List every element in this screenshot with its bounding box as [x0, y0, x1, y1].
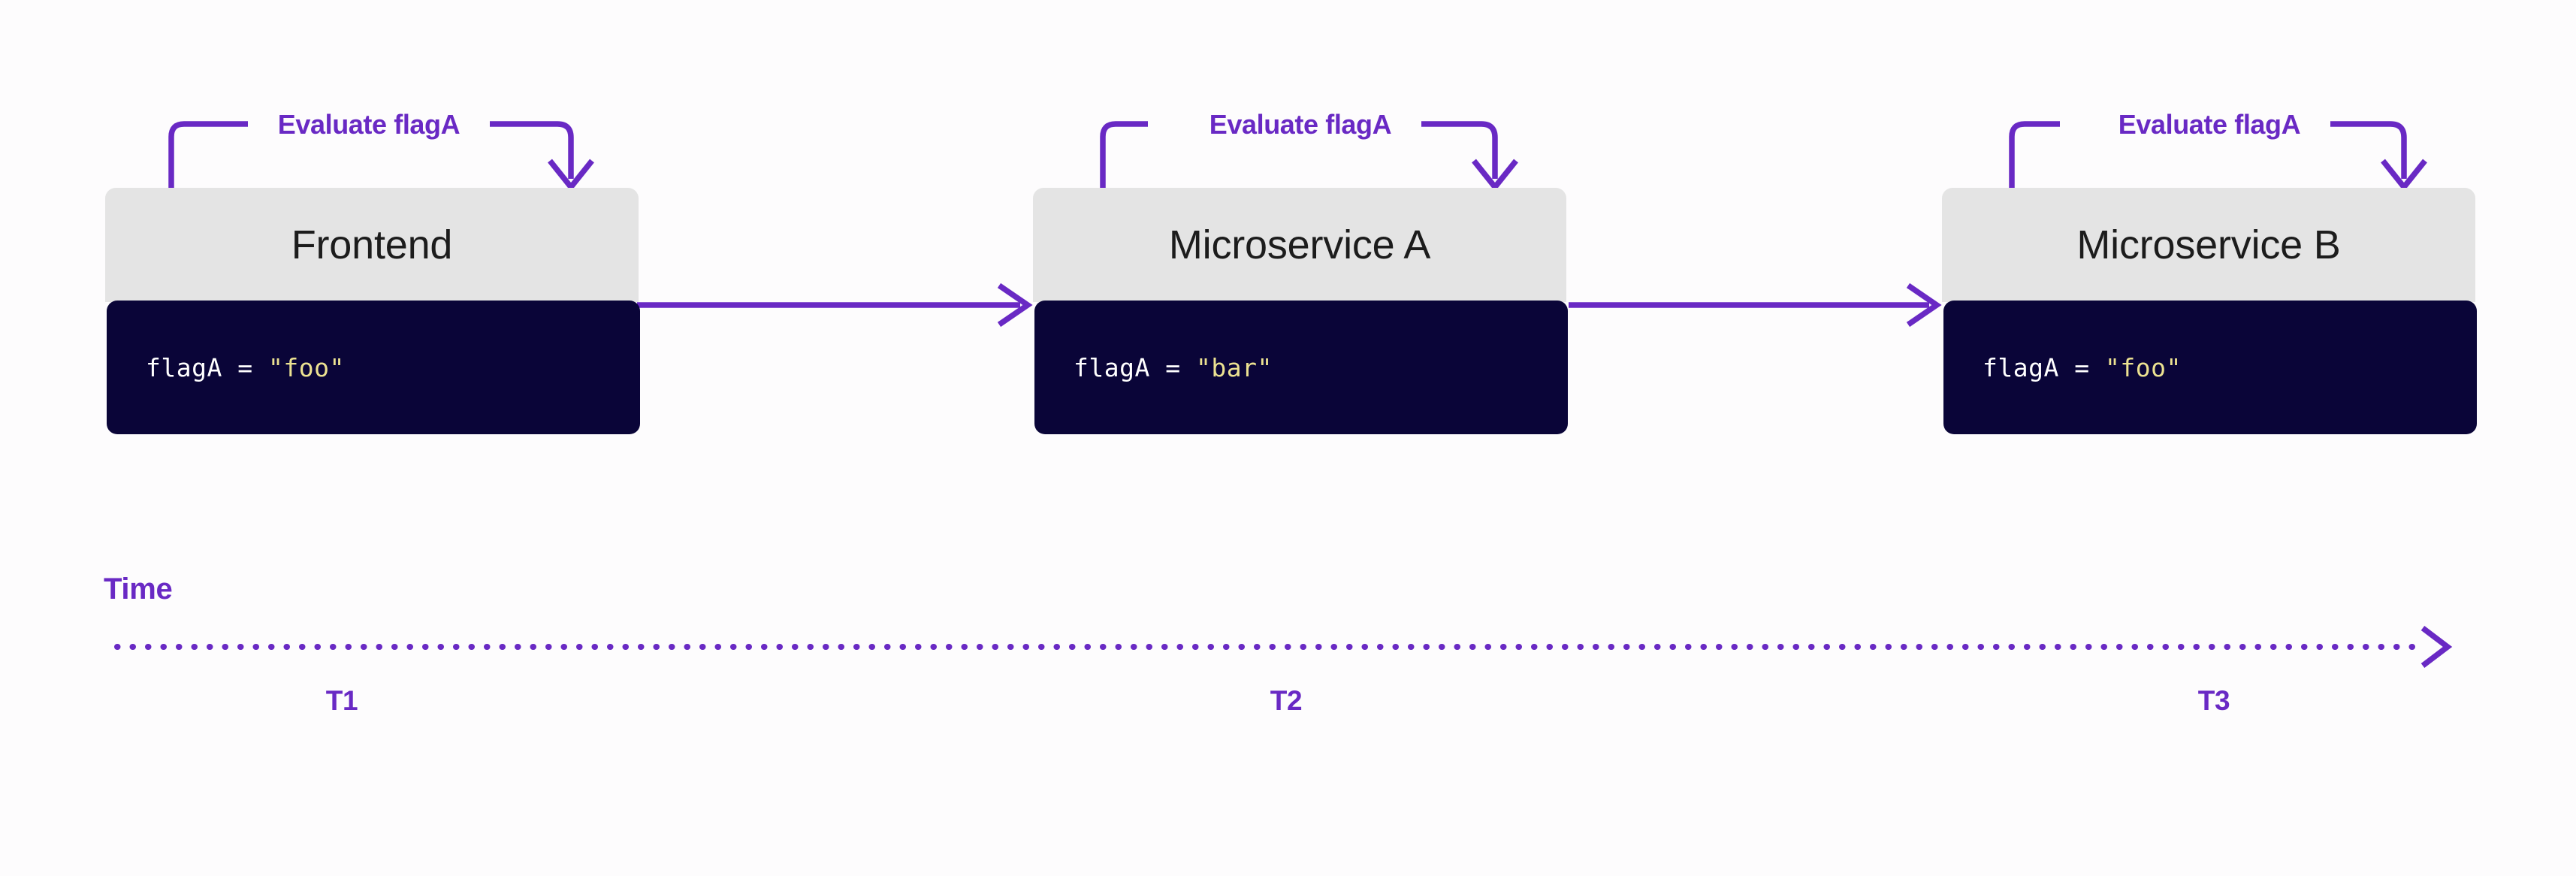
connector-microservice-a-to-microservice-b: [1569, 282, 1942, 328]
code-operator: =: [237, 352, 253, 382]
loop-label-frontend: Evaluate flagA: [277, 109, 461, 140]
timeline-tick-t3: T3: [2197, 685, 2230, 716]
code-spacer: [2059, 353, 2074, 382]
node-code-block-frontend: flagA = "foo": [107, 301, 640, 434]
node-title: Frontend: [291, 222, 453, 267]
timeline-arrowhead-icon: [2420, 626, 2453, 668]
node-header-microservice-a: Microservice A: [1033, 188, 1566, 302]
code-variable: flagA: [1074, 352, 1150, 382]
code-line: flagA = "foo": [1983, 353, 2182, 382]
code-string-value: "foo": [2104, 352, 2182, 382]
code-variable: flagA: [1983, 352, 2059, 382]
code-string-value: "bar": [1195, 352, 1273, 382]
code-spacer: [1181, 353, 1196, 382]
code-line: flagA = "bar": [1074, 353, 1273, 382]
code-operator: =: [2074, 352, 2090, 382]
node-header-microservice-b: Microservice B: [1942, 188, 2475, 302]
loop-label-microservice-a: Evaluate flagA: [1209, 109, 1392, 140]
code-spacer: [222, 353, 237, 382]
loop-label-microservice-b: Evaluate flagA: [2118, 109, 2301, 140]
code-operator: =: [1165, 352, 1181, 382]
node-code-block-microservice-a: flagA = "bar": [1034, 301, 1568, 434]
node-title: Microservice A: [1168, 222, 1431, 267]
timeline-tick-t1: T1: [325, 685, 358, 716]
code-line: flagA = "foo": [146, 353, 345, 382]
code-variable: flagA: [146, 352, 222, 382]
connector-frontend-to-microservice-a: [637, 282, 1033, 328]
code-spacer: [1150, 353, 1165, 382]
code-string-value: "foo": [267, 352, 345, 382]
node-header-frontend: Frontend: [105, 188, 639, 302]
code-spacer: [253, 353, 268, 382]
node-title: Microservice B: [2076, 222, 2341, 267]
timeline-tick-t2: T2: [1270, 685, 1303, 716]
node-code-block-microservice-b: flagA = "foo": [1943, 301, 2477, 434]
timeline-axis: [114, 626, 2453, 668]
code-spacer: [2090, 353, 2105, 382]
timeline-label: Time: [104, 572, 173, 606]
